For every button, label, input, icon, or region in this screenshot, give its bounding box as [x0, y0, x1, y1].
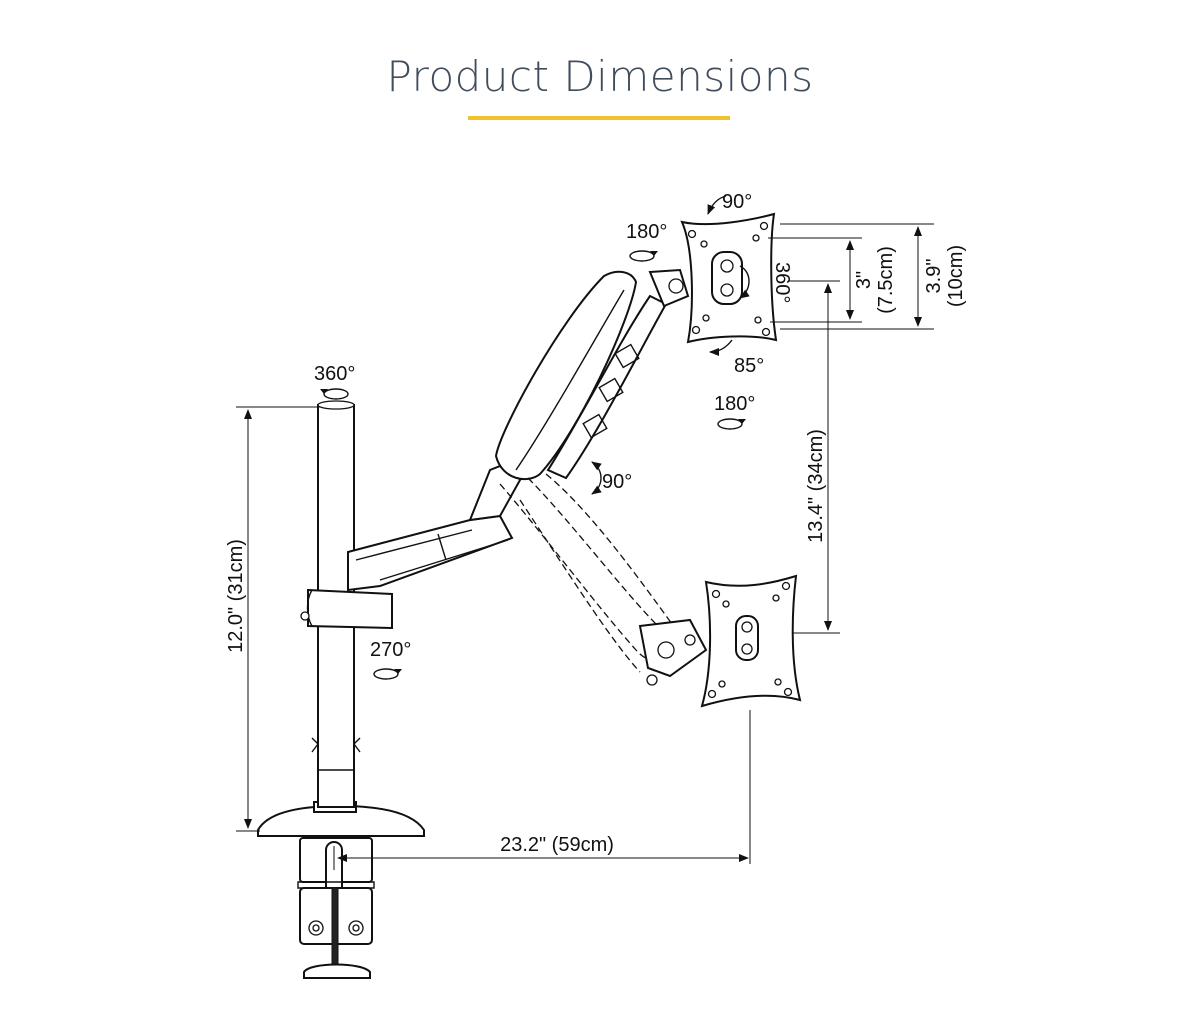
curved-arrow-icon [707, 195, 727, 215]
label-base-rotation: 270° [370, 639, 411, 661]
dim-vesa-large-cm: (10cm) [945, 245, 967, 307]
label-pole-rotation: 360° [314, 363, 355, 385]
dim-vesa-small-cm: (7.5cm) [875, 246, 897, 314]
dim-vesa-large-in: 3.9" [923, 259, 945, 294]
dim-vesa-small-in: 3" [853, 271, 875, 289]
rotation-arrow-icon [320, 388, 349, 400]
rotation-arrow-icon [717, 418, 746, 430]
curved-arrow-icon [709, 339, 733, 356]
dim-reach: 23.2" (59cm) [500, 834, 614, 856]
label-plate-rotation: 360° [771, 262, 793, 303]
label-swivel-head: 180° [626, 221, 667, 243]
curved-arrow-icon [591, 461, 602, 495]
page-title: Product Dimensions [386, 52, 814, 101]
dim-height-range: 13.4" (34cm) [805, 429, 827, 543]
desk-clamp [257, 801, 425, 979]
rotation-arrow-icon [739, 265, 750, 299]
rotation-arrow-icon [629, 250, 658, 262]
vesa-plate-upper [680, 212, 778, 344]
upper-arm-raised [494, 268, 690, 481]
upper-arm-lowered [499, 473, 708, 686]
label-swivel-lower: 180° [714, 393, 755, 415]
rotation-arrow-icon [373, 668, 402, 680]
label-tilt-bottom: 85° [734, 355, 764, 377]
label-tilt-top: 90° [722, 191, 752, 213]
label-arm-lift: 90° [602, 471, 632, 493]
dim-pole-height: 12.0" (31cm) [225, 539, 247, 653]
vesa-plate-lower [700, 574, 802, 708]
title-underline [468, 116, 730, 120]
dimension-lines [236, 223, 934, 870]
